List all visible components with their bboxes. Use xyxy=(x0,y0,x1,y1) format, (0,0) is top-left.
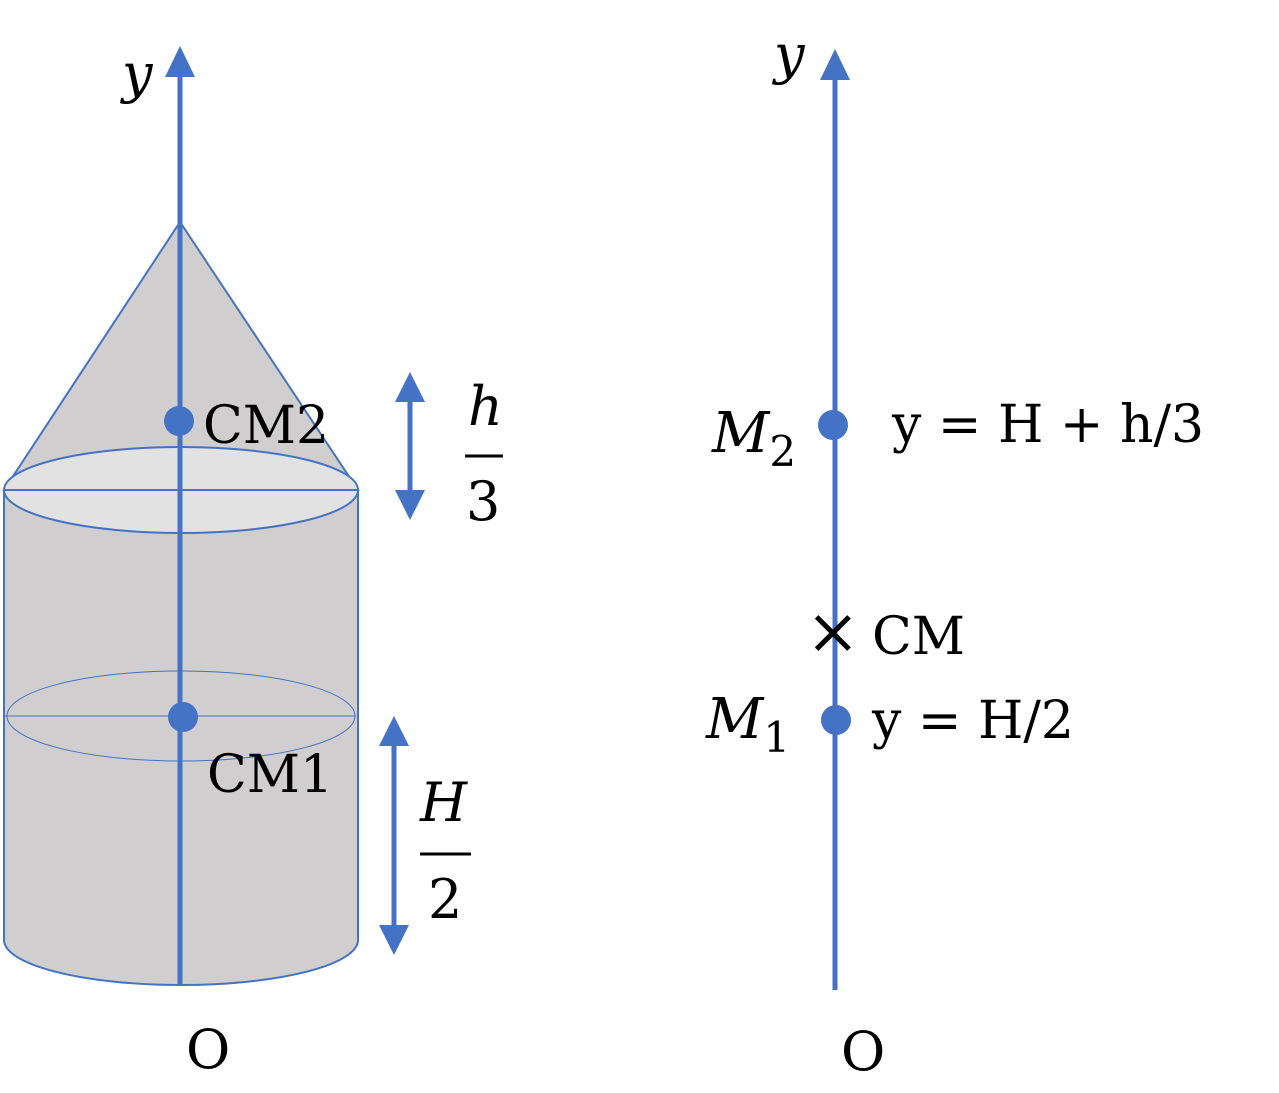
left-y-axis-label: y xyxy=(120,42,154,105)
right-y-axis-label: y xyxy=(772,23,806,86)
m1-subscript: 1 xyxy=(763,713,790,762)
m2-point xyxy=(818,410,848,440)
cylinder-offset-numerator: H xyxy=(419,771,468,834)
m2-label: M2 xyxy=(711,401,796,476)
cone-offset-arrow xyxy=(395,372,425,520)
m2-symbol: M xyxy=(711,401,771,466)
cylinder-offset-denominator: 2 xyxy=(428,868,462,931)
left-origin-label: O xyxy=(186,1018,230,1081)
right-y-axis-arrowhead xyxy=(820,49,850,80)
cm-label: CM xyxy=(872,607,965,667)
cm2-point xyxy=(164,406,194,436)
cm1-label: CM1 xyxy=(207,745,333,805)
cm1-point xyxy=(168,702,198,732)
m2-position: y = H + h/3 xyxy=(891,395,1204,455)
left-figure: y CM2 CM1 O h 3 H 2 xyxy=(2,42,503,1081)
right-figure: y M2 y = H + h/3 × CM M1 y = H/2 O xyxy=(705,23,1204,1083)
cone-offset-denominator: 3 xyxy=(466,470,500,533)
m1-point xyxy=(821,705,851,735)
cone-offset-numerator: h xyxy=(468,375,503,438)
cm2-label: CM2 xyxy=(203,396,329,456)
m1-symbol: M xyxy=(705,687,765,752)
m1-label: M1 xyxy=(705,687,790,762)
m2-subscript: 2 xyxy=(769,427,796,476)
right-origin-label: O xyxy=(841,1020,885,1083)
left-y-axis-arrowhead xyxy=(165,46,195,77)
cm-marker: × xyxy=(806,595,860,669)
cylinder-offset-arrow xyxy=(379,716,409,955)
m1-position: y = H/2 xyxy=(871,691,1074,751)
